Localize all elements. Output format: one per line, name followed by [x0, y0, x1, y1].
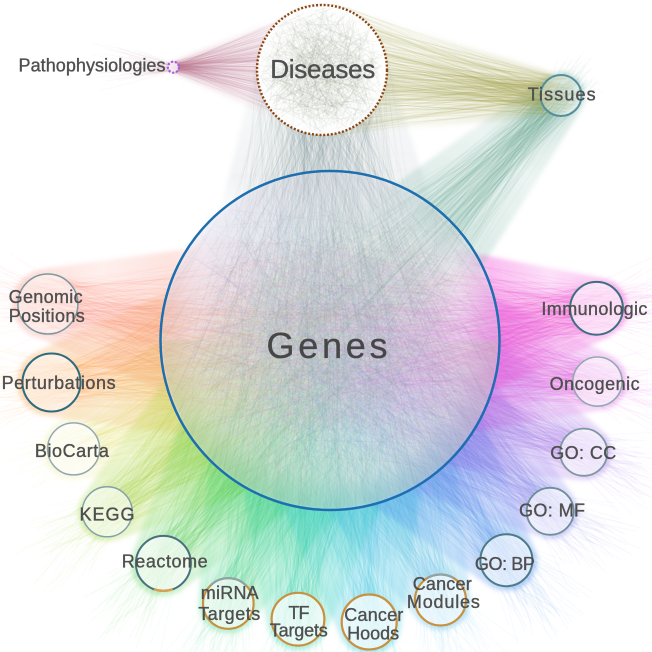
svg-text:Targets: Targets [198, 604, 260, 624]
svg-text:Hoods: Hoods [347, 623, 399, 643]
svg-text:Reactome: Reactome [122, 552, 208, 572]
svg-text:Perturbations: Perturbations [2, 373, 116, 393]
svg-text:Targets: Targets [270, 621, 328, 641]
svg-text:Cancer: Cancer [413, 574, 472, 594]
svg-text:miRNA: miRNA [201, 583, 259, 603]
svg-text:GO: BP: GO: BP [475, 554, 535, 574]
svg-text:GO: MF: GO: MF [519, 500, 585, 520]
svg-text:Genomic: Genomic [9, 287, 83, 307]
svg-text:Tissues: Tissues [528, 84, 596, 104]
svg-text:Cancer: Cancer [344, 605, 403, 625]
svg-text:Positions: Positions [9, 306, 85, 326]
svg-text:Oncogenic: Oncogenic [550, 374, 640, 394]
svg-text:KEGG: KEGG [80, 505, 135, 525]
svg-text:TF: TF [289, 603, 310, 623]
svg-text:GO: CC: GO: CC [550, 443, 616, 463]
svg-text:Diseases: Diseases [270, 54, 375, 84]
svg-text:Modules: Modules [407, 592, 480, 612]
svg-text:Pathophysiologies: Pathophysiologies [19, 56, 166, 76]
svg-text:Genes: Genes [267, 325, 388, 366]
svg-text:BioCarta: BioCarta [35, 441, 110, 461]
svg-text:Immunologic: Immunologic [541, 299, 647, 319]
